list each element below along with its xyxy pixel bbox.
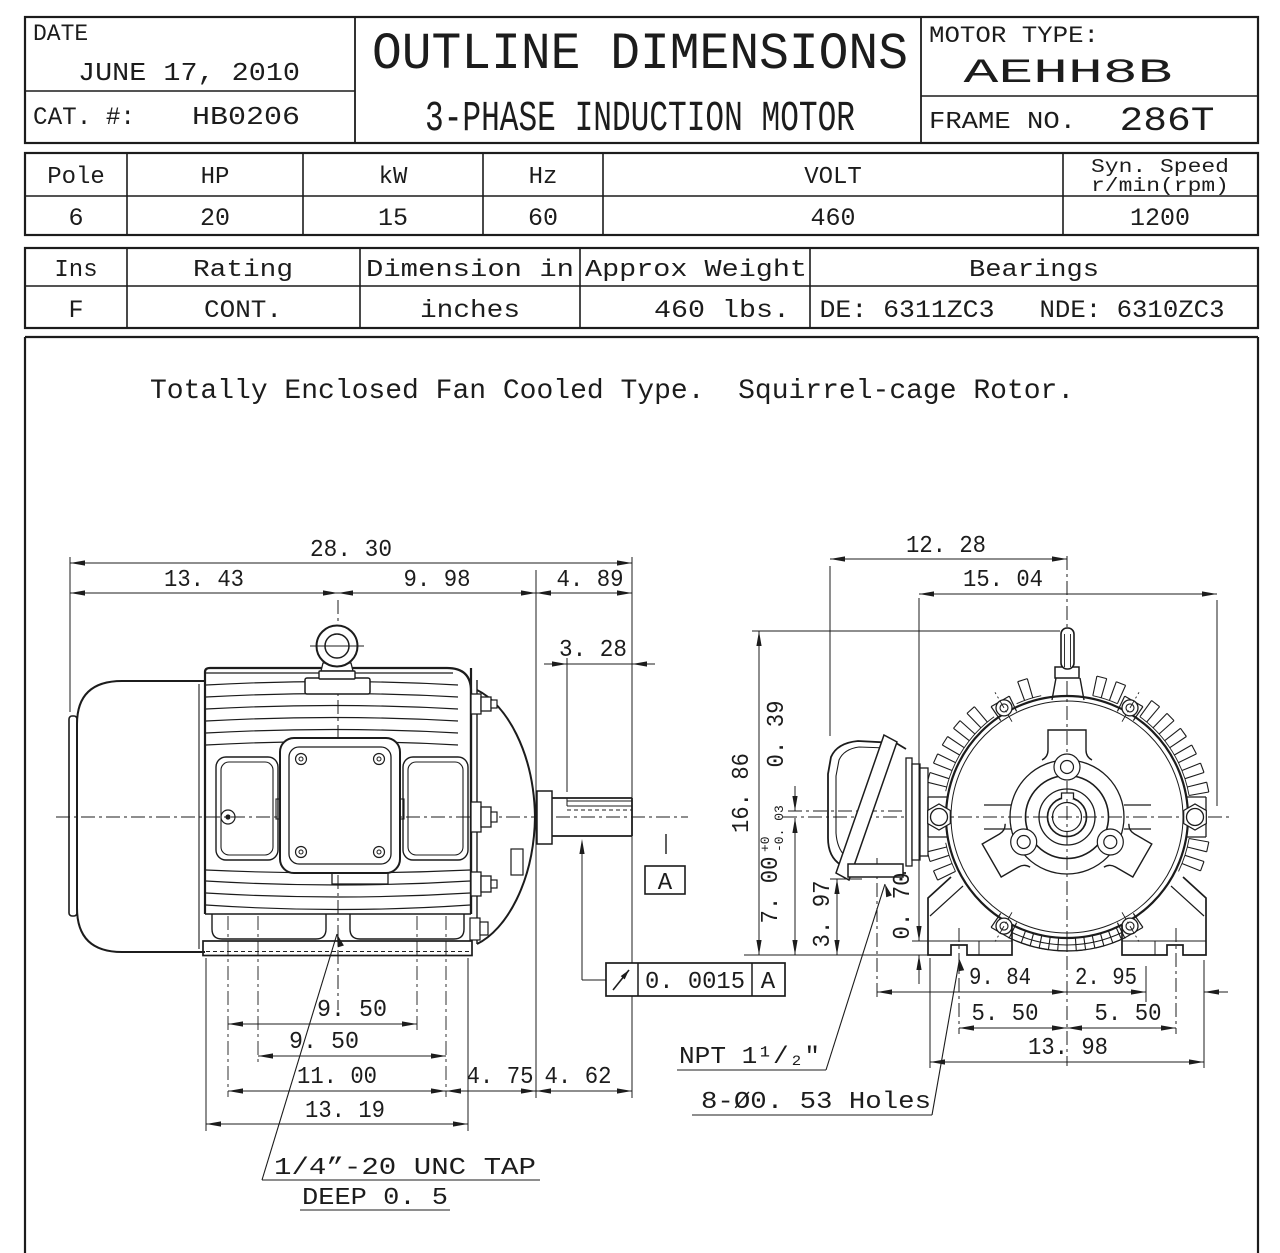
text-holes-note: 8-Ø0. 53 Holes (701, 1089, 931, 1116)
text-5: Syn. Speed (1091, 156, 1229, 178)
text-dim-shaft-b: 4. 62 (545, 1064, 612, 1091)
text-dim-total-length: 28. 30 (310, 537, 392, 564)
holes-note: 8-Ø0. 53 Holes (692, 958, 965, 1116)
text-tol-lower: -0. 03 (772, 805, 787, 852)
text-datum-label: A (658, 870, 673, 897)
text-2: inches (420, 296, 520, 325)
text-0: Pole (47, 164, 105, 191)
dim-shaft-height: 7. 00 +0 -0. 03 (758, 805, 787, 923)
text-frame-value: 286T (1120, 103, 1215, 141)
terminal-cover-plate (275, 737, 405, 885)
text-3: 60 (528, 204, 558, 233)
text-motor-type-label: MOTOR TYPE: (929, 23, 1099, 49)
text-cat-label: CAT. #: (33, 103, 135, 132)
text-dim-foot-length: 11. 00 (297, 1064, 377, 1091)
description-note: Totally Enclosed Fan Cooled Type. Squirr… (150, 376, 1074, 407)
rim-bolts (990, 692, 1144, 942)
text-0: 6 (68, 204, 83, 233)
text-dim-shaft-height: 7. 00 (758, 857, 785, 924)
cooling-fins (926, 675, 1210, 952)
description: Totally Enclosed Fan Cooled Type. Squirr… (150, 376, 1074, 407)
text-1: Rating (193, 257, 293, 284)
text-title-line2: 3-PHASE INDUCTION MOTOR (425, 94, 855, 143)
side-feet (202, 913, 473, 1097)
text-date-value: JUNE 17, 2010 (78, 58, 300, 88)
right-pad (1183, 796, 1207, 838)
text-2: 15 (378, 204, 408, 233)
side-window-right (402, 756, 469, 861)
text-4: Bearings (969, 257, 1099, 284)
text-runout-datum: A (761, 969, 776, 996)
text-date-label: DATE (33, 21, 88, 47)
text-dim-overall-width: 15. 04 (963, 567, 1043, 594)
title-block: DATE JUNE 17, 2010 CAT. #: HB0206 OUTLIN… (23, 15, 1260, 145)
text-5: 1200 (1130, 204, 1190, 233)
text-1: HP (201, 164, 230, 191)
text-cat-value: HB0206 (192, 102, 300, 132)
runout-callout: 0. 0015 A (579, 839, 786, 997)
text-dim-overall-height: 16. 86 (729, 753, 756, 833)
ratings-table: Pole HP kW Hz VOLT Syn. Speed r/min(rpm)… (23, 151, 1260, 237)
datum-flag: A (644, 834, 686, 897)
text-dim-centerline-offset: 0. 39 (764, 701, 791, 768)
conduit-box (827, 733, 951, 882)
text-runout-value: 0. 0015 (645, 969, 745, 996)
side-view: 28. 30 13. 43 9. 98 4. 89 3. 28 9. 50 9.… (56, 537, 786, 1212)
text-2: Dimension in (366, 257, 574, 284)
text-dim-npt-offset: 9. 84 (969, 965, 1031, 992)
side-window-left (215, 756, 279, 861)
text-bearings-de: DE: 6311ZC3 (820, 296, 995, 325)
text-title-line1: OUTLINE DIMENSIONS (372, 25, 908, 84)
text-dim-bolt-span-1: 9. 50 (317, 997, 387, 1024)
text-dim-foot-overall: 13. 19 (305, 1098, 385, 1125)
fan-cover (68, 680, 236, 953)
text-npt-note: NPT 1¹/₂″ (679, 1044, 820, 1071)
text-frame-label: FRAME NO. (929, 109, 1076, 136)
spec-table: Ins Rating Dimension in Approx Weight Be… (23, 246, 1260, 330)
text-dim-foot-width: 13. 98 (1028, 1035, 1108, 1062)
text-tap-note-line2: DEEP 0. 5 (302, 1185, 448, 1212)
text-3: Hz (529, 164, 558, 191)
end-dimensions: 12. 28 15. 04 16. 86 0. 39 7. 00 +0 -0. … (729, 533, 1228, 1068)
bearing-hub (981, 729, 1153, 878)
text-dim-box-width: 12. 28 (906, 533, 986, 560)
text-dim-body-length: 9. 98 (404, 567, 471, 594)
lifting-lug (1051, 627, 1085, 701)
text-6: r/min(rpm) (1091, 175, 1229, 197)
tap-note: 1/4”-20 UNC TAP DEEP 0. 5 (261, 933, 540, 1212)
end-view: 12. 28 15. 04 16. 86 0. 39 7. 00 +0 -0. … (677, 533, 1232, 1116)
text-dim-shaft-a: 4. 75 (467, 1064, 534, 1091)
text-dim-shaft-ext: 4. 89 (557, 567, 624, 594)
text-1: CONT. (204, 296, 282, 325)
text-3: Approx Weight (585, 257, 807, 284)
eye-bolt (310, 624, 364, 680)
text-bearings-nde: NDE: 6310ZC3 (1040, 296, 1225, 325)
text-0: F (68, 296, 83, 325)
text-tol-upper: +0 (758, 836, 773, 852)
shaft (536, 790, 633, 845)
text-dim-slot-width: 2. 95 (1075, 965, 1137, 992)
text-dim-bolt-span-2: 9. 50 (289, 1029, 359, 1056)
text-dim-bolt-half-2: 5. 50 (1095, 1001, 1162, 1028)
text-3: 460 lbs. (654, 296, 790, 325)
drawing-frame (23, 335, 1260, 1253)
text-0: Ins (54, 257, 97, 284)
text-1: 20 (200, 204, 230, 233)
side-dimensions: 28. 30 13. 43 9. 98 4. 89 3. 28 9. 50 9.… (69, 537, 655, 1131)
text-dim-key-length: 3. 28 (559, 637, 627, 664)
text-dim-bolt-half-1: 5. 50 (972, 1001, 1039, 1028)
npt-note: NPT 1¹/₂″ (677, 883, 892, 1071)
text-dim-box-bottom-height: 3. 97 (810, 881, 837, 948)
end-feet (927, 876, 1207, 956)
text-4: 460 (810, 204, 855, 233)
text-motor-type-value: AEHH8B (964, 55, 1173, 93)
text-tap-note-line1: 1/4”-20 UNC TAP (274, 1155, 536, 1182)
text-4: VOLT (804, 164, 862, 191)
text-2: kW (379, 164, 408, 191)
text-dim-rear-length: 13. 43 (164, 567, 244, 594)
flange-bolts (469, 693, 498, 941)
text-dim-pad-thickness: 0. 70 (890, 873, 917, 940)
